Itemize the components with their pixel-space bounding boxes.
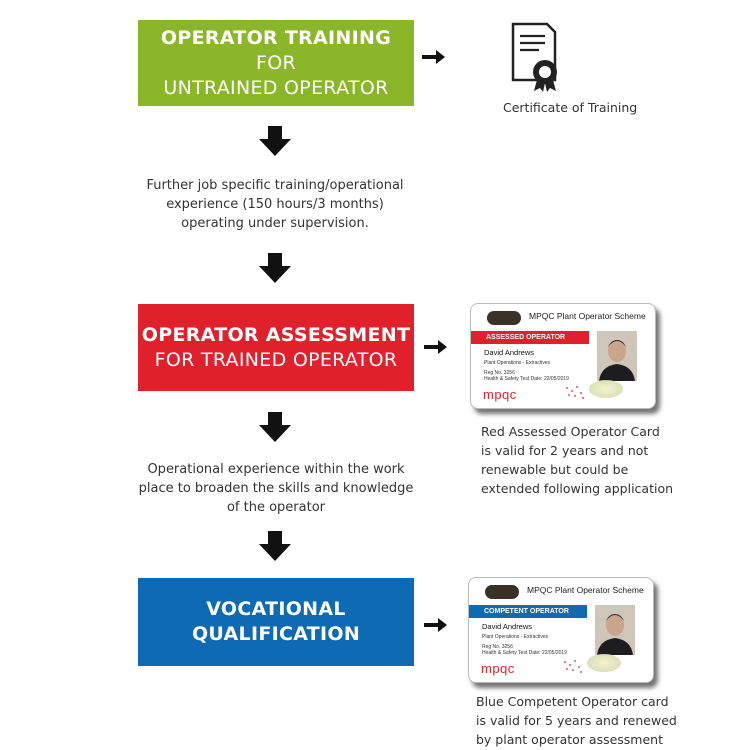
card-hs-date: Health & Safety Test Date: 22/05/2019 — [482, 650, 567, 656]
card-chip — [485, 585, 519, 599]
certificate-caption: Certificate of Training — [503, 100, 638, 115]
card-scheme: MPQC Plant Operator Scheme — [527, 585, 644, 595]
red-card-caption: Red Assessed Operator Card is valid for … — [481, 424, 674, 496]
arrow-down-icon — [259, 126, 291, 156]
vocational-qualification-box: VOCATIONAL QUALIFICATION — [138, 578, 414, 666]
vocational-title-line2: QUALIFICATION — [191, 623, 361, 645]
card-hologram — [587, 654, 621, 672]
card-operations: Plant Operations - Extractives — [484, 360, 551, 366]
card-reg-no: Reg No. 3256 — [484, 370, 515, 376]
card-chip — [487, 311, 521, 325]
card-dots-pattern — [564, 660, 582, 673]
training-title-rest: FOR — [256, 51, 296, 74]
operator-assessment-box: OPERATOR ASSESSMENT FOR TRAINED OPERATOR — [138, 304, 414, 391]
card-operations: Plant Operations - Extractives — [482, 634, 549, 640]
certificate-icon — [511, 22, 557, 92]
blue-card-caption: Blue Competent Operator card is valid fo… — [476, 694, 677, 747]
vocational-title-line1: VOCATIONAL — [206, 598, 346, 620]
arrow-down-icon — [259, 253, 291, 283]
card-hologram — [589, 380, 623, 398]
card-reg-no: Reg No. 3256 — [482, 644, 513, 650]
card-holder-name: David Andrews — [482, 622, 533, 631]
card-dots-pattern — [566, 386, 584, 399]
card-photo — [597, 331, 637, 381]
arrow-down-icon — [259, 412, 291, 442]
card-scheme: MPQC Plant Operator Scheme — [529, 311, 646, 321]
red-operator-card: MPQC Plant Operator Scheme ASSESSED OPER… — [470, 303, 656, 409]
mpqc-logo: mpqc — [481, 661, 515, 676]
operator-training-box: OPERATOR TRAINING FOR UNTRAINED OPERATOR — [138, 20, 414, 106]
arrow-right-icon — [424, 618, 447, 632]
further-training-note: Further job specific training/operationa… — [146, 178, 404, 231]
assessment-title-line1: OPERATOR ASSESSMENT — [141, 323, 411, 346]
training-title-line2: UNTRAINED OPERATOR — [163, 76, 389, 99]
card-band: COMPETENT OPERATOR — [469, 605, 587, 618]
blue-operator-card: MPQC Plant Operator Scheme COMPETENT OPE… — [468, 577, 654, 683]
card-holder-name: David Andrews — [484, 348, 535, 357]
card-hs-date: Health & Safety Test Date: 22/05/2019 — [484, 376, 569, 382]
card-photo — [595, 605, 635, 655]
assessment-title-line2: FOR TRAINED OPERATOR — [154, 348, 398, 371]
mpqc-logo: mpqc — [483, 387, 517, 402]
training-title-bold: OPERATOR TRAINING — [160, 26, 392, 49]
arrow-right-icon — [422, 50, 445, 64]
card-band: ASSESSED OPERATOR — [471, 331, 589, 344]
operational-experience-note: Operational experience within the work p… — [138, 462, 414, 515]
arrow-right-icon — [424, 340, 447, 354]
arrow-down-icon — [259, 531, 291, 561]
